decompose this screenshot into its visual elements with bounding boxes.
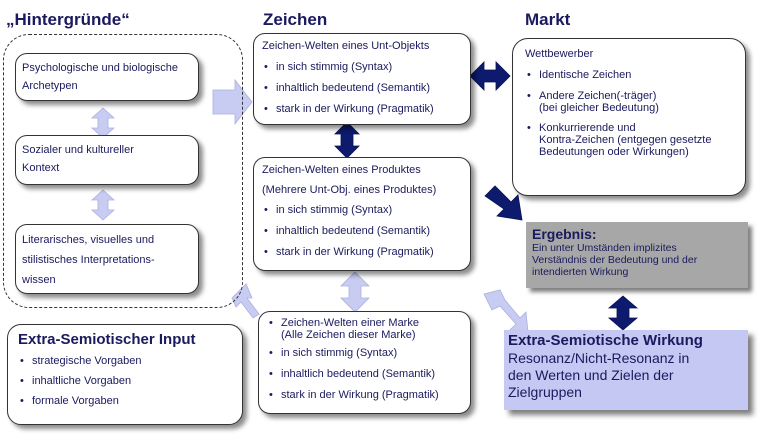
extra-wirkung-text: Resonanz/Nicht-Resonanz in den Werten un… <box>508 350 690 400</box>
extra-wirkung-title: Extra-Semiotische Wirkung <box>508 332 703 349</box>
interpretation-line2: stilistisches Interpretations- <box>22 254 155 266</box>
markt-item-konkurrierend: Konkurrierende und Kontra-Zeichen (entge… <box>525 122 733 158</box>
interpretation-line1: Literarisches, visuelles und <box>22 234 155 246</box>
extra-input-inhaltlich: inhaltliche Vorgaben <box>18 374 232 388</box>
markt-title: Wettbewerber <box>525 48 594 60</box>
zeichen2-item-syntax: in sich stimmig (Syntax) <box>262 203 462 217</box>
zeichen3-item-semantik: inhaltlich bedeutend (Semantik) <box>267 367 462 381</box>
box-markt-wettbewerber: Wettbewerber Identische Zeichen Andere Z… <box>512 38 746 196</box>
markt-item-identisch: Identische Zeichen <box>525 68 733 82</box>
zeichen3-item-marke: Zeichen-Welten einer Marke (Alle Zeichen… <box>267 317 462 341</box>
kontext-line2: Kontext <box>22 162 60 174</box>
arrow-zeichen-2-3 <box>340 271 370 313</box>
arrow-zeichen-1-2 <box>334 121 360 159</box>
box-zeichen-unt-objekt: Zeichen-Welten eines Unt-Objekts in sich… <box>253 33 471 125</box>
zeichen2-subtitle: (Mehrere Unt-Obj. eines Produktes) <box>262 184 437 196</box>
box-interpretationswissen: Literarisches, visuelles und stilistisch… <box>15 224 199 294</box>
zeichen1-item-syntax: in sich stimmig (Syntax) <box>262 60 462 74</box>
kontext-line1: Sozialer und kultureller <box>22 144 134 156</box>
arrow-zeichen-markt <box>469 61 511 91</box>
ergebnis-title: Ergebnis: <box>532 226 597 242</box>
interpretation-line3: wissen <box>22 274 56 286</box>
zeichen1-title: Zeichen-Welten eines Unt-Objekts <box>262 40 430 52</box>
markt-list: Identische Zeichen Andere Zeichen(-träge… <box>525 68 733 158</box>
extra-input-formal: formale Vorgaben <box>18 394 232 408</box>
arrow-produkt-to-wirkung <box>483 289 529 333</box>
box-zeichen-produkt: Zeichen-Welten eines Produktes (Mehrere … <box>253 157 471 271</box>
box-ergebnis: Ergebnis: Ein unter Umständen implizites… <box>526 222 748 288</box>
zeichen2-title: Zeichen-Welten eines Produktes <box>262 164 421 176</box>
archetypen-line1: Psychologische und biologische <box>22 62 178 74</box>
markt-item-andere: Andere Zeichen(-träger) (bei gleicher Be… <box>525 90 733 114</box>
box-zeichen-marke: Zeichen-Welten einer Marke (Alle Zeichen… <box>258 311 471 414</box>
zeichen1-list: in sich stimmig (Syntax) inhaltlich bede… <box>262 60 462 116</box>
heading-markt: Markt <box>525 10 571 29</box>
zeichen1-item-pragmatik: stark in der Wirkung (Pragmatik) <box>262 102 462 116</box>
zeichen2-item-pragmatik: stark in der Wirkung (Pragmatik) <box>262 245 462 259</box>
hintergruende-group <box>3 34 243 308</box>
extra-input-list: strategische Vorgaben inhaltliche Vorgab… <box>18 354 232 408</box>
arrow-markt-to-ergebnis <box>484 185 523 221</box>
ergebnis-text: Ein unter Umständen implizites Verständn… <box>532 242 698 278</box>
zeichen2-item-semantik: inhaltlich bedeutend (Semantik) <box>262 224 462 238</box>
archetypen-line2: Archetypen <box>22 80 78 92</box>
zeichen3-item-pragmatik: stark in der Wirkung (Pragmatik) <box>267 388 462 402</box>
box-kontext: Sozialer und kultureller Kontext <box>15 135 199 185</box>
arrow-ergebnis-wirkung <box>607 295 639 331</box>
extra-input-strategisch: strategische Vorgaben <box>18 354 232 368</box>
zeichen2-list: in sich stimmig (Syntax) inhaltlich bede… <box>262 203 462 259</box>
zeichen3-item-syntax: in sich stimmig (Syntax) <box>267 346 462 360</box>
zeichen3-list: Zeichen-Welten einer Marke (Alle Zeichen… <box>267 317 462 402</box>
extra-input-title: Extra-Semiotischer Input <box>18 331 196 348</box>
heading-zeichen: Zeichen <box>263 10 328 29</box>
heading-hintergruende: „Hintergründe“ <box>6 10 130 29</box>
arrow-left-2-3 <box>90 189 116 221</box>
box-extra-semiotischer-input: Extra-Semiotischer Input strategische Vo… <box>7 324 243 425</box>
box-archetypen: Psychologische und biologische Archetype… <box>15 53 199 101</box>
box-extra-semiotische-wirkung: Extra-Semiotische Wirkung Resonanz/Nicht… <box>504 330 748 410</box>
zeichen1-item-semantik: inhaltlich bedeutend (Semantik) <box>262 81 462 95</box>
